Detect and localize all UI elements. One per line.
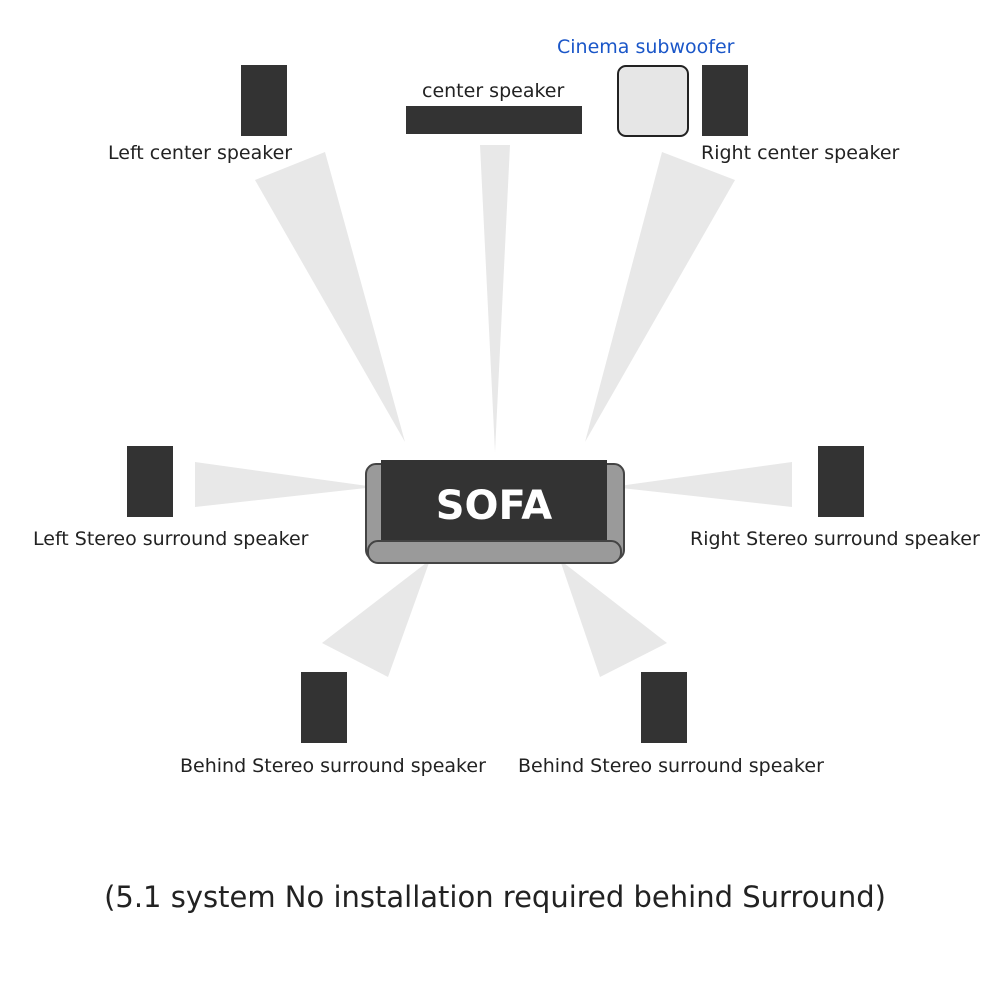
- right-surround-speaker-label: Right Stereo surround speaker: [690, 528, 980, 550]
- beam-center: [480, 145, 510, 452]
- left-center-speaker: [241, 65, 287, 136]
- cinema-subwoofer: [617, 65, 689, 137]
- behind-left-speaker-label: Behind Stereo surround speaker: [180, 755, 486, 777]
- behind-left-speaker: [301, 672, 347, 743]
- beam-right-center: [585, 152, 735, 442]
- right-center-speaker: [702, 65, 748, 136]
- beam-right-surround: [612, 462, 792, 507]
- beam-behind-left: [322, 560, 430, 677]
- subwoofer-label: Cinema subwoofer: [557, 36, 735, 58]
- left-surround-speaker: [127, 446, 173, 517]
- center-speaker: [406, 106, 582, 134]
- beam-behind-right: [560, 560, 667, 677]
- beam-left-center: [255, 152, 405, 442]
- sofa-base: [367, 540, 622, 564]
- beam-left-surround: [195, 462, 375, 507]
- behind-right-speaker: [641, 672, 687, 743]
- sofa-back: [381, 460, 607, 552]
- right-surround-speaker: [818, 446, 864, 517]
- left-center-speaker-label: Left center speaker: [108, 142, 293, 164]
- center-speaker-label: center speaker: [422, 80, 565, 102]
- left-surround-speaker-label: Left Stereo surround speaker: [33, 528, 309, 550]
- caption: (5.1 system No installation required beh…: [104, 880, 886, 914]
- behind-right-speaker-label: Behind Stereo surround speaker: [518, 755, 824, 777]
- sofa: [365, 460, 625, 564]
- sofa-label: SOFA: [435, 483, 553, 529]
- right-center-speaker-label: Right center speaker: [701, 142, 900, 164]
